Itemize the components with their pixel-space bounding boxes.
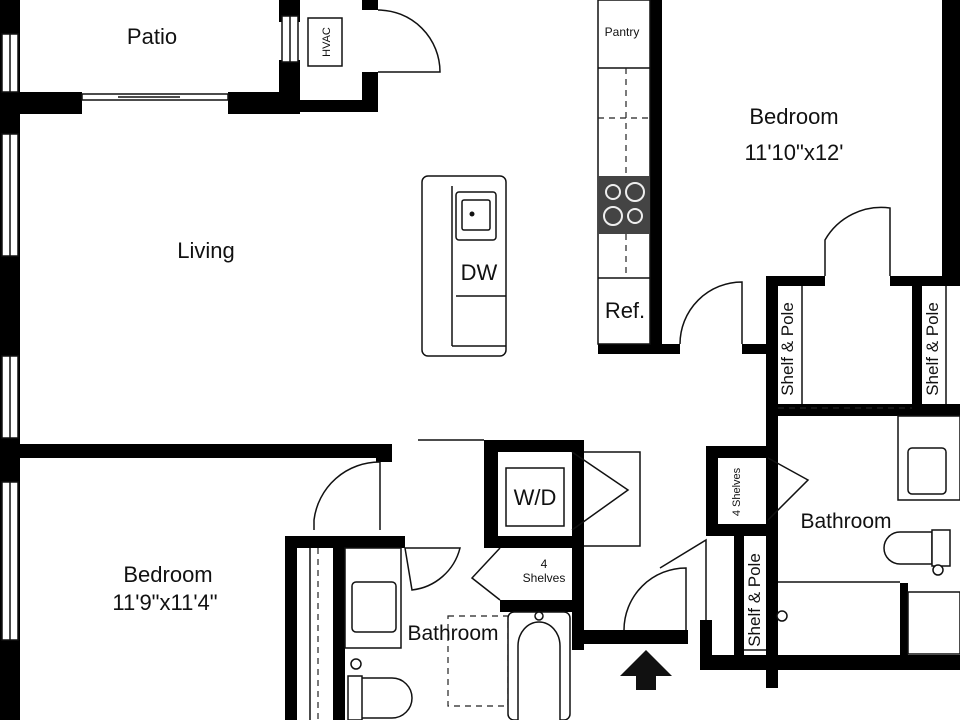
shelves-door xyxy=(470,547,501,601)
hvac-door xyxy=(377,9,441,73)
label-bedroom-2: Bedroom xyxy=(123,562,212,587)
label-four-shelves: 4 Shelves xyxy=(731,467,743,516)
label-wd: W/D xyxy=(514,485,557,510)
bath1-closet-top xyxy=(285,536,345,548)
living-bedroom2-wall xyxy=(0,444,392,458)
linen-door xyxy=(767,457,810,521)
entry-door xyxy=(623,567,687,631)
kitchen-counter xyxy=(597,0,651,345)
bath1-left-wall xyxy=(333,536,345,720)
bedroom1-entry-door xyxy=(679,281,743,345)
bath2-bottom-post xyxy=(700,620,712,670)
label-shelves: Shelves xyxy=(523,571,566,585)
bath2-door xyxy=(659,538,707,620)
sink-icon xyxy=(907,447,947,495)
label-bathroom-2: Bathroom xyxy=(800,510,891,533)
label-bathroom-1: Bathroom xyxy=(407,622,498,645)
bathroom-left xyxy=(344,547,571,720)
kitchen-bottom-wall xyxy=(598,344,680,354)
closet-bottom-wall xyxy=(766,404,960,416)
laundry-door-swing xyxy=(584,451,641,547)
kitchen xyxy=(421,0,651,357)
sink-icon xyxy=(351,581,397,633)
entry-arrow-icon xyxy=(620,650,672,690)
bath1-door xyxy=(404,547,461,591)
right-exterior-wall-top xyxy=(942,0,960,285)
bath1-top-wall xyxy=(345,536,405,548)
bedroom1-bottom-wall-a xyxy=(742,344,772,354)
closet-divider xyxy=(912,276,922,414)
bedroom1-door xyxy=(824,206,891,276)
label-bedroom-2-size: 11'9"x11'4" xyxy=(112,590,217,615)
linen-top-wall xyxy=(706,446,768,458)
hvac-unit xyxy=(307,17,343,67)
shelves-bottom-wall xyxy=(500,600,584,612)
living-wall-end xyxy=(376,444,392,462)
label-pantry: Pantry xyxy=(605,25,640,39)
toilet-icon xyxy=(357,677,413,719)
patio-wall-left xyxy=(0,92,82,114)
hvac-wall-bottom xyxy=(300,100,378,112)
laundry-top-wall xyxy=(484,440,584,452)
closet-top-wall-left xyxy=(766,276,825,286)
bathroom-right xyxy=(776,415,960,655)
entry-wall xyxy=(576,630,688,644)
label-four: 4 xyxy=(541,557,548,571)
toilet-icon xyxy=(883,531,933,565)
labels: Patio HVAC Living Pantry DW Ref. Bedroom… xyxy=(112,24,942,647)
patio-post xyxy=(279,60,300,112)
shower-stall xyxy=(907,591,960,655)
hvac-wall-top xyxy=(362,0,378,10)
label-bedroom-1: Bedroom xyxy=(749,104,838,129)
bath2-shower-wall xyxy=(900,583,908,663)
laundry-left-wall xyxy=(484,440,498,546)
label-hvac: HVAC xyxy=(321,27,333,57)
shelf-closet-left-wall xyxy=(734,524,744,670)
closet-top-wall-right xyxy=(890,276,960,286)
linen-left-wall xyxy=(706,446,718,536)
label-living: Living xyxy=(177,238,234,263)
bedroom2-closet-wall xyxy=(285,536,297,720)
doors xyxy=(313,9,891,631)
bath2-bottom-wall xyxy=(700,655,960,670)
windows xyxy=(1,15,299,641)
laundry-bifold xyxy=(571,451,630,531)
stove-icon xyxy=(598,176,650,234)
closet-left-wall xyxy=(766,276,778,688)
label-shelf-pole-2: Shelf & Pole xyxy=(923,302,942,396)
label-bedroom-1-size: 11'10"x12' xyxy=(745,140,844,165)
label-dw: DW xyxy=(461,260,498,285)
label-patio: Patio xyxy=(127,24,177,49)
bedroom2-door xyxy=(313,461,381,530)
kitchen-bedroom-wall xyxy=(650,0,662,352)
washer-dryer xyxy=(505,467,565,527)
laundry-bottom-wall xyxy=(484,536,584,548)
label-ref: Ref. xyxy=(605,298,645,323)
label-shelf-pole-3: Shelf & Pole xyxy=(745,553,764,647)
label-shelf-pole-1: Shelf & Pole xyxy=(778,302,797,396)
